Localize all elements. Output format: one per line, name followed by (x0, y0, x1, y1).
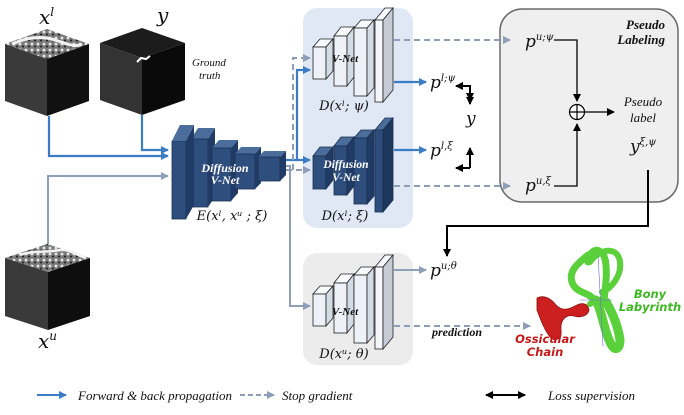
bony-labyrinth-render (567, 246, 625, 353)
output-p-l-xi: pl,ξ (430, 141, 453, 161)
pseudo-p-u-psi: pu;ψ (525, 32, 554, 52)
legend: Forward & back propagation Stop gradient… (37, 388, 635, 403)
decoder-xi-diffusion-vnet (312, 116, 394, 214)
labeled-volume (5, 29, 89, 116)
legend-item-stop-gradient: Stop gradient (240, 388, 353, 403)
decoder-psi-name: V-Net (332, 53, 359, 65)
decoder-theta-vnet (312, 253, 394, 351)
pseudo-labeling-panel (499, 8, 679, 203)
stop-gradient-arrows (286, 36, 531, 330)
unlabeled-volume (5, 244, 90, 330)
decoder-psi-formula: D(xˡ; ψ) (318, 99, 369, 114)
legend-label-forward: Forward & back propagation (77, 388, 232, 403)
unlabeled-flow-arrows (47, 165, 427, 310)
labeled-volume-label: xl (39, 5, 54, 29)
encoder-diffusion-vnet (171, 125, 286, 220)
decoder-psi-vnet (312, 6, 394, 104)
legend-item-forward: Forward & back propagation (37, 388, 232, 403)
pseudo-merge-lines (554, 39, 615, 187)
pseudo-p-u-xi: pu,ξ (525, 176, 552, 196)
output-p-u-theta: pu;θ (430, 261, 457, 281)
forward-arrows (47, 66, 427, 164)
output-y-target: y (465, 109, 476, 129)
decoder-theta-name: V-Net (332, 306, 359, 318)
legend-item-loss: Loss supervision (485, 388, 635, 403)
ground-truth-label: y (156, 3, 169, 27)
encoder-formula: E(xˡ, xᵘ ; ξ) (196, 209, 268, 224)
decoder-xi-formula: D(xˡ; ξ) (321, 209, 369, 224)
ground-truth-volume (100, 28, 185, 115)
ossicular-chain-render (536, 296, 590, 340)
legend-label-loss: Loss supervision (547, 388, 635, 403)
unlabeled-volume-label: xu (38, 329, 57, 353)
loss-supervision-arrows (443, 82, 649, 257)
output-p-l-psi: pl;ψ (430, 73, 455, 93)
pseudo-label-symbol: yξ,ψ (629, 137, 656, 157)
decoder-theta-formula: D(xᵘ; θ) (318, 347, 368, 362)
combine-operator-cross (569, 104, 585, 120)
prediction-label: prediction (431, 325, 482, 339)
legend-label-stop-gradient: Stop gradient (282, 388, 353, 403)
